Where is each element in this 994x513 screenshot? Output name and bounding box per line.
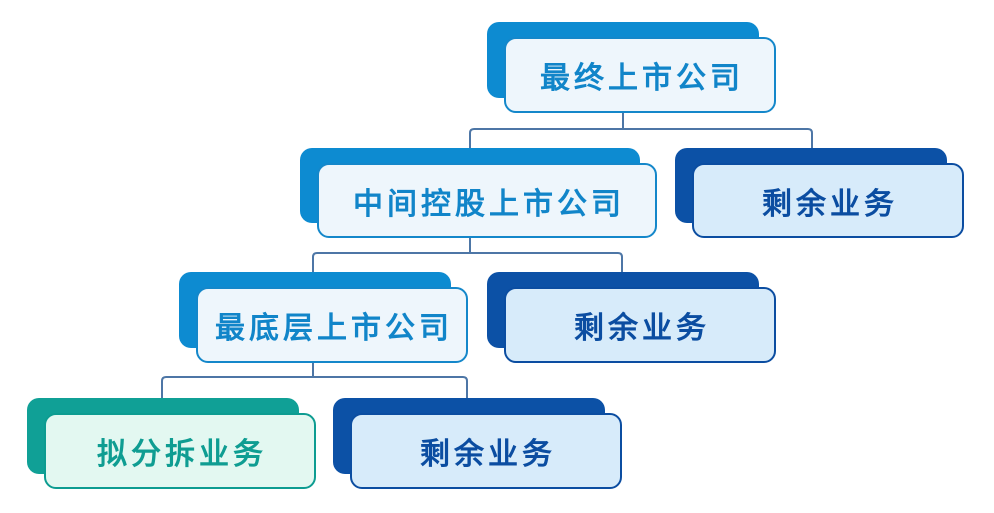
node-box: 剩余业务 — [504, 287, 776, 363]
node-label: 中间控股上市公司 — [353, 187, 625, 221]
node-label: 拟分拆业务 — [97, 438, 267, 471]
node-label: 剩余业务 — [762, 187, 898, 221]
node-label: 剩余业务 — [420, 438, 556, 471]
node-lowest-listed-company: 最底层上市公司 — [179, 272, 468, 363]
node-box: 最底层上市公司 — [196, 287, 468, 363]
connector-intermediate-children — [312, 238, 623, 276]
node-box: 剩余业务 — [692, 163, 964, 238]
node-box: 剩余业务 — [350, 413, 622, 489]
node-business-to-be-spun-off: 拟分拆业务 — [27, 398, 316, 489]
node-remaining-business-level2: 剩余业务 — [675, 148, 964, 238]
node-intermediate-holding-listed-company: 中间控股上市公司 — [300, 148, 657, 238]
node-remaining-business-level3: 剩余业务 — [487, 272, 776, 363]
connector-ultimate-children — [469, 113, 813, 152]
node-label: 剩余业务 — [574, 312, 710, 345]
node-remaining-business-level4: 剩余业务 — [333, 398, 622, 489]
connector-bottom-children — [161, 363, 468, 402]
node-ultimate-listed-company: 最终上市公司 — [487, 22, 776, 113]
node-box: 中间控股上市公司 — [317, 163, 657, 238]
node-label: 最底层上市公司 — [215, 312, 453, 345]
node-box: 最终上市公司 — [504, 37, 776, 113]
node-box: 拟分拆业务 — [44, 413, 316, 489]
node-label: 最终上市公司 — [540, 62, 744, 95]
